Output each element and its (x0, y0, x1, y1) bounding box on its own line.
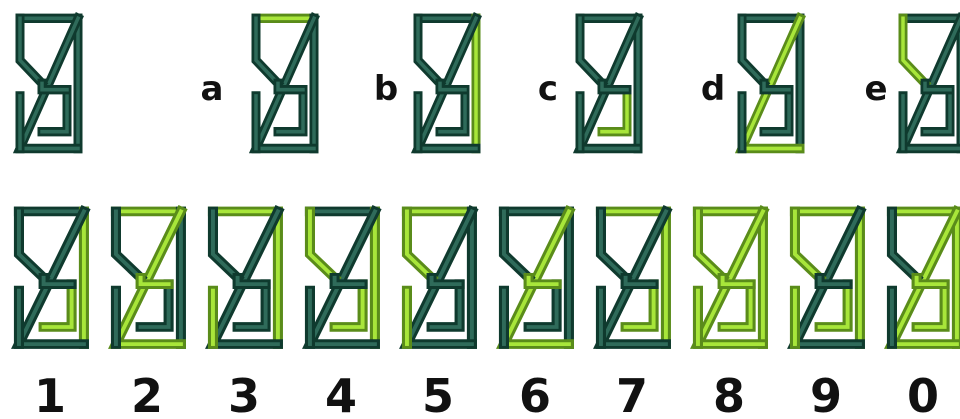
digit-label-7: 7 (616, 369, 648, 419)
digit-label-5: 5 (422, 369, 454, 419)
digit-display-3 (310, 211, 375, 344)
digit-label-8: 8 (713, 369, 745, 419)
digit-display-1 (116, 211, 181, 344)
segment-label-b: b (374, 69, 398, 109)
digit-label-4: 4 (325, 369, 357, 419)
digit-row: 1 2 3 4 5 6 7 8 9 0 (19, 211, 957, 419)
digit-display-9 (892, 211, 957, 344)
legend-display-1 (256, 18, 314, 148)
segment-label-c: c (538, 69, 558, 109)
digit-label-0: 0 (907, 369, 939, 419)
digit-display-8 (795, 211, 860, 344)
digit-display-0 (19, 211, 84, 344)
segment-label-d: d (701, 69, 725, 109)
digit-display-7 (698, 211, 763, 344)
legend-display-4 (742, 18, 800, 148)
segment-label-e: e (864, 69, 887, 109)
digit-label-6: 6 (519, 369, 551, 419)
legend-display-2 (418, 18, 476, 148)
digit-label-1: 1 (34, 369, 66, 419)
legend-display-0 (20, 18, 78, 148)
segment-label-a: a (201, 69, 224, 109)
digit-label-3: 3 (228, 369, 260, 419)
digit-display-6 (601, 211, 666, 344)
digit-display-2 (213, 211, 278, 344)
legend-display-5 (903, 18, 960, 148)
digit-label-2: 2 (131, 369, 163, 419)
segment-legend-row: a b c d e (20, 18, 960, 148)
digit-label-9: 9 (810, 369, 842, 419)
digit-display-4 (407, 211, 472, 344)
legend-display-3 (580, 18, 638, 148)
digit-display-5 (504, 211, 569, 344)
